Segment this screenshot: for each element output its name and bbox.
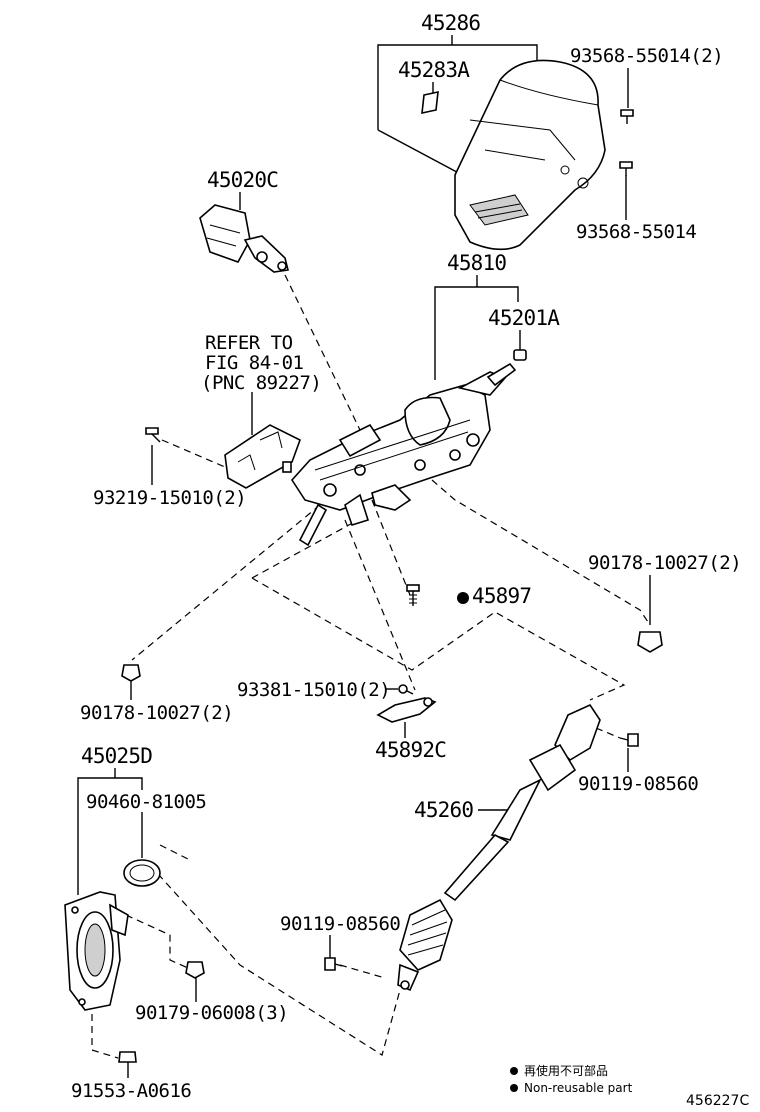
- label-45020c: 45020C: [207, 168, 279, 192]
- legend-line1: 再使用不可部品: [510, 1064, 608, 1078]
- label-45283a: 45283A: [398, 58, 470, 82]
- column-cover-part: [421, 59, 606, 251]
- label-90119-left: 90119-08560: [280, 913, 401, 935]
- clamp-90460-part: [123, 859, 161, 887]
- label-45892c: 45892C: [375, 738, 447, 762]
- legend-dot-icon: [510, 1067, 518, 1075]
- bolt-90119-left: [324, 957, 343, 971]
- diagram-code: 456227C: [686, 1093, 750, 1109]
- bracket-45892c-part: [376, 697, 437, 723]
- nut-90178-left: [121, 664, 141, 682]
- legend-line2: Non-reusable part: [510, 1081, 632, 1095]
- label-93568-bottom: 93568-55014: [576, 221, 697, 243]
- nut-90178-right: [637, 631, 663, 653]
- label-45260: 45260: [414, 798, 474, 822]
- label-refer-line3: (PNC 89227): [201, 372, 322, 394]
- label-45810: 45810: [447, 251, 507, 275]
- label-45201a: 45201A: [488, 306, 560, 330]
- screw-93381: [398, 684, 414, 695]
- screw-93219: [145, 427, 161, 443]
- legend-dot-icon: [510, 1084, 518, 1092]
- bolt-45897: [406, 584, 420, 606]
- nut-45201a-part: [513, 349, 527, 361]
- screw-93568-top: [620, 109, 634, 124]
- label-90119-right: 90119-08560: [578, 773, 699, 795]
- label-45025d: 45025D: [81, 744, 153, 768]
- label-refer-line1: REFER TO: [205, 332, 293, 354]
- bolt-90119-right: [619, 733, 639, 747]
- label-refer-line2: FIG 84-01: [205, 352, 304, 374]
- bolt-91553: [118, 1051, 137, 1063]
- legend-text-jp: 再使用不可部品: [524, 1064, 609, 1078]
- intermediate-shaft-part: [397, 703, 601, 992]
- screw-93568-bottom: [619, 161, 633, 176]
- label-45897: 45897: [472, 584, 532, 608]
- bracket-89227-part: [224, 424, 301, 489]
- label-90460: 90460-81005: [86, 791, 207, 813]
- label-90178-right: 90178-10027(2): [588, 552, 742, 574]
- legend-text-en: Non-reusable part: [524, 1081, 633, 1095]
- nut-90179: [185, 961, 205, 979]
- label-90178-left: 90178-10027(2): [80, 702, 234, 724]
- switch-45020c-part: [199, 204, 289, 273]
- label-93381: 93381-15010(2): [237, 679, 391, 701]
- label-93219: 93219-15010(2): [93, 487, 247, 509]
- label-90179: 90179-06008(3): [135, 1002, 289, 1024]
- non-reusable-mark: [457, 592, 469, 604]
- dashed-lines: [91, 274, 651, 1059]
- leader-lines: [77, 35, 651, 1078]
- steering-column-part: [290, 362, 517, 547]
- label-91553: 91553-A0616: [71, 1080, 192, 1102]
- label-45286: 45286: [421, 11, 481, 35]
- boot-45025d-part: [64, 891, 129, 1011]
- label-93568-top: 93568-55014(2): [570, 45, 724, 67]
